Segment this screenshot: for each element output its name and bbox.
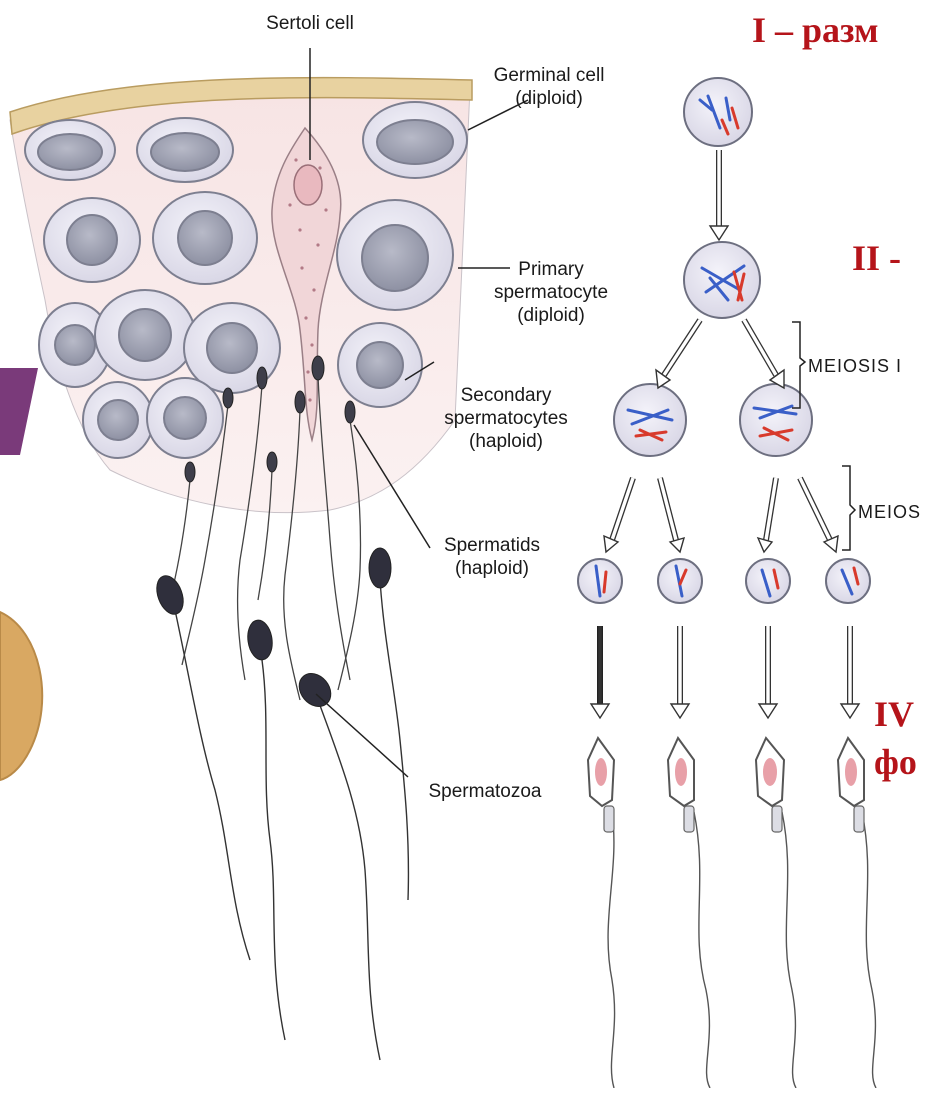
left-tan-blob [0, 612, 42, 780]
label-spermatids: Spermatids (haploid) [418, 534, 566, 580]
stage-4-heading-line2: фо [874, 742, 917, 782]
sertoli-nucleus [294, 165, 322, 205]
label-spermatozoa: Spermatozoa [400, 780, 570, 803]
left-accent-shape [0, 368, 38, 455]
stage-4-heading-line1: IV [874, 694, 914, 734]
mature-spermatozoa [588, 738, 876, 1088]
lumen-spermatozoa [152, 548, 409, 1060]
label-meiosis-2: MEIOS [858, 502, 921, 523]
label-germinal-cell: Germinal cell (diploid) [470, 64, 628, 110]
stage-1-heading: I – разм [752, 10, 879, 50]
label-secondary-spermatocytes: Secondary spermatocytes (haploid) [408, 384, 604, 453]
label-meiosis-1: MEIOSIS I [808, 356, 902, 377]
label-sertoli-cell: Sertoli cell [238, 12, 382, 35]
lineage-cells [578, 78, 870, 603]
label-primary-spermatocyte: Primary spermatocyte (diploid) [466, 258, 636, 327]
stage-2-heading: II - [852, 238, 901, 278]
